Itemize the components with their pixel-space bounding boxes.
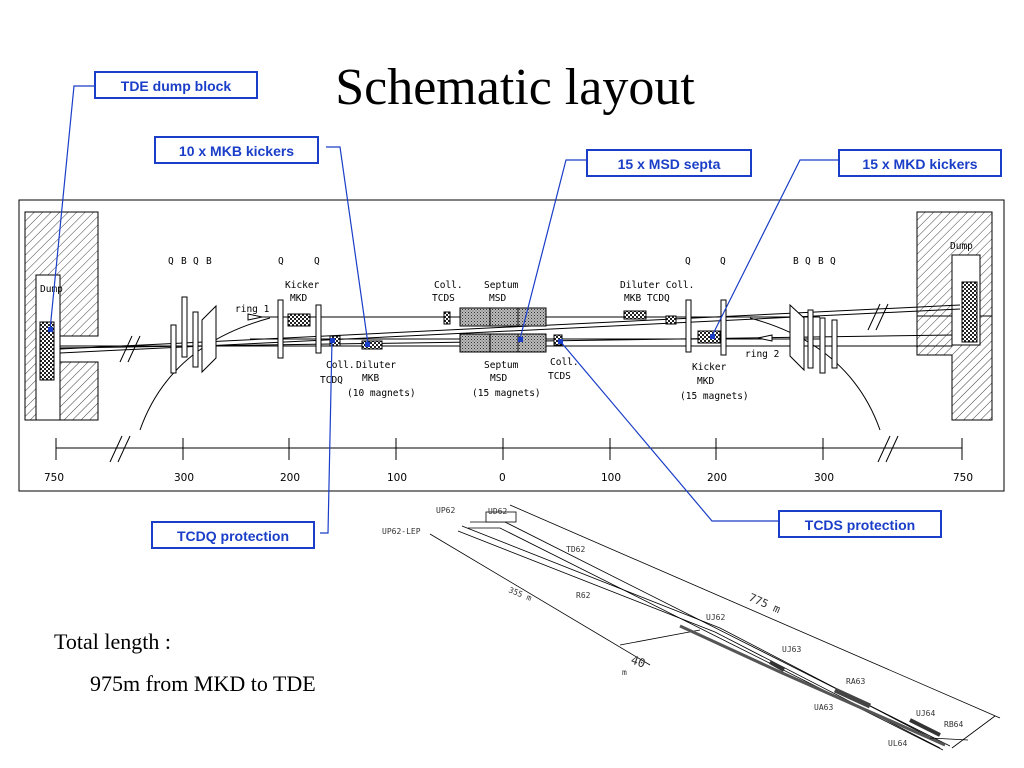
site-up62-lep: UP62-LEP <box>382 527 421 536</box>
label-coll-tcdq-1: Coll. <box>326 360 355 371</box>
site-dist-40-unit: m <box>622 668 627 677</box>
label-septum-bot-1: Septum <box>484 360 519 371</box>
msd-septum-top <box>459 307 547 327</box>
label-septum-bot-2: MSD <box>490 373 507 384</box>
site-uj64: UJ64 <box>916 709 935 718</box>
callout-tcdq-protection: TCDQ protection <box>151 521 315 549</box>
label-b1: B <box>181 256 187 267</box>
site-uj63: UJ63 <box>782 645 801 654</box>
left-dump-wall <box>24 211 99 421</box>
total-length-label: Total length : <box>54 629 171 654</box>
site-up62: UP62 <box>436 506 455 515</box>
label-septum-top-1: Septum <box>484 280 519 291</box>
axis-tick-2: 300 <box>174 472 194 484</box>
ring2-arrow <box>757 334 773 342</box>
label-ring1: ring 1 <box>235 304 270 315</box>
site-rb64: RB64 <box>944 720 963 729</box>
schematic-frame <box>18 199 1005 492</box>
label-b3: B <box>793 256 799 267</box>
site-dist-40: 40 <box>629 653 647 671</box>
msd-septum-bottom <box>459 333 547 353</box>
mkd-kicker-right <box>697 330 721 344</box>
label-coll-tcds-top-1: Coll. <box>434 280 463 291</box>
ring1-arrow <box>247 313 263 321</box>
label-q3: Q <box>278 256 284 267</box>
label-kicker-mkd-bot-1: Kicker <box>692 362 727 373</box>
site-r62: R62 <box>576 591 591 600</box>
label-kicker-mkd-top-1: Kicker <box>285 280 320 291</box>
label-coll-tcds-bot-2: TCDS <box>548 371 571 382</box>
label-q2: Q <box>193 256 199 267</box>
label-kicker-mkd-bot-3: (15 magnets) <box>680 391 749 402</box>
site-ul64: UL64 <box>888 739 907 748</box>
label-septum-bot-3: (15 magnets) <box>472 388 541 399</box>
axis-tick-4: 100 <box>387 472 407 484</box>
label-septum-top-2: MSD <box>489 293 506 304</box>
callout-leaders <box>49 85 838 534</box>
label-ring2: ring 2 <box>745 349 779 360</box>
axis-tick-6: 100 <box>601 472 621 484</box>
mkb-diluter-right <box>623 310 647 320</box>
label-q5: Q <box>685 256 691 267</box>
label-diluter-mkb-2: MKB <box>362 373 379 384</box>
break-marks <box>119 303 889 363</box>
label-coll-tcds-bot-1: Coll. <box>550 357 579 368</box>
label-kicker-mkd-top-2: MKD <box>290 293 307 304</box>
callout-tcds-protection: TCDS protection <box>778 510 942 538</box>
label-dump-left: Dump <box>40 284 63 295</box>
callout-mkb-kickers: 10 x MKB kickers <box>154 136 319 164</box>
axis-tick-8: 300 <box>814 472 834 484</box>
site-td62: TD62 <box>566 545 585 554</box>
label-coll-tcds-top-2: TCDS <box>432 293 455 304</box>
right-magnets <box>685 299 838 374</box>
tde-dump-block-right <box>961 281 978 343</box>
label-q7: Q <box>805 256 811 267</box>
tde-dump-block <box>39 321 55 381</box>
site-dist-775: 775 m <box>747 591 783 616</box>
label-q1: Q <box>168 256 174 267</box>
total-length-detail: 975m from MKD to TDE <box>90 671 316 696</box>
distance-axis <box>55 435 963 463</box>
label-diluter-mkb-1: Diluter <box>356 360 396 371</box>
axis-tick-5: 0 <box>499 472 506 484</box>
axis-tick-7: 200 <box>707 472 727 484</box>
mkb-diluter <box>361 340 383 350</box>
label-diluter-coll-2: MKB TCDQ <box>624 293 670 304</box>
callout-msd-septa: 15 x MSD septa <box>586 149 752 177</box>
slide-title: Schematic layout <box>335 59 695 116</box>
left-magnets <box>170 296 322 374</box>
site-ra63: RA63 <box>846 677 865 686</box>
right-dump-wall <box>916 211 993 421</box>
label-b2: B <box>206 256 212 267</box>
callout-tde-dump-block: TDE dump block <box>94 71 258 99</box>
label-dump-right: Dump <box>950 241 973 252</box>
label-q4: Q <box>314 256 320 267</box>
label-b4: B <box>818 256 824 267</box>
site-drawing <box>429 504 1001 751</box>
callout-leader-dots <box>48 327 715 347</box>
label-q8: Q <box>830 256 836 267</box>
label-diluter-mkb-3: (10 magnets) <box>347 388 416 399</box>
tcdq-collimator-right <box>665 315 677 325</box>
tcds-collimator-top <box>443 311 451 325</box>
site-ud62: UD62 <box>488 507 507 516</box>
label-kicker-mkd-bot-2: MKD <box>697 376 714 387</box>
mkd-kicker-left <box>287 313 311 327</box>
site-ua63: UA63 <box>814 703 833 712</box>
site-uj62: UJ62 <box>706 613 725 622</box>
axis-tick-1: 750 <box>44 472 64 484</box>
label-diluter-coll-1: Diluter Coll. <box>620 280 694 291</box>
label-q6: Q <box>720 256 726 267</box>
callout-mkd-kickers: 15 x MKD kickers <box>838 149 1002 177</box>
axis-tick-3: 200 <box>280 472 300 484</box>
axis-tick-9: 750 <box>953 472 973 484</box>
